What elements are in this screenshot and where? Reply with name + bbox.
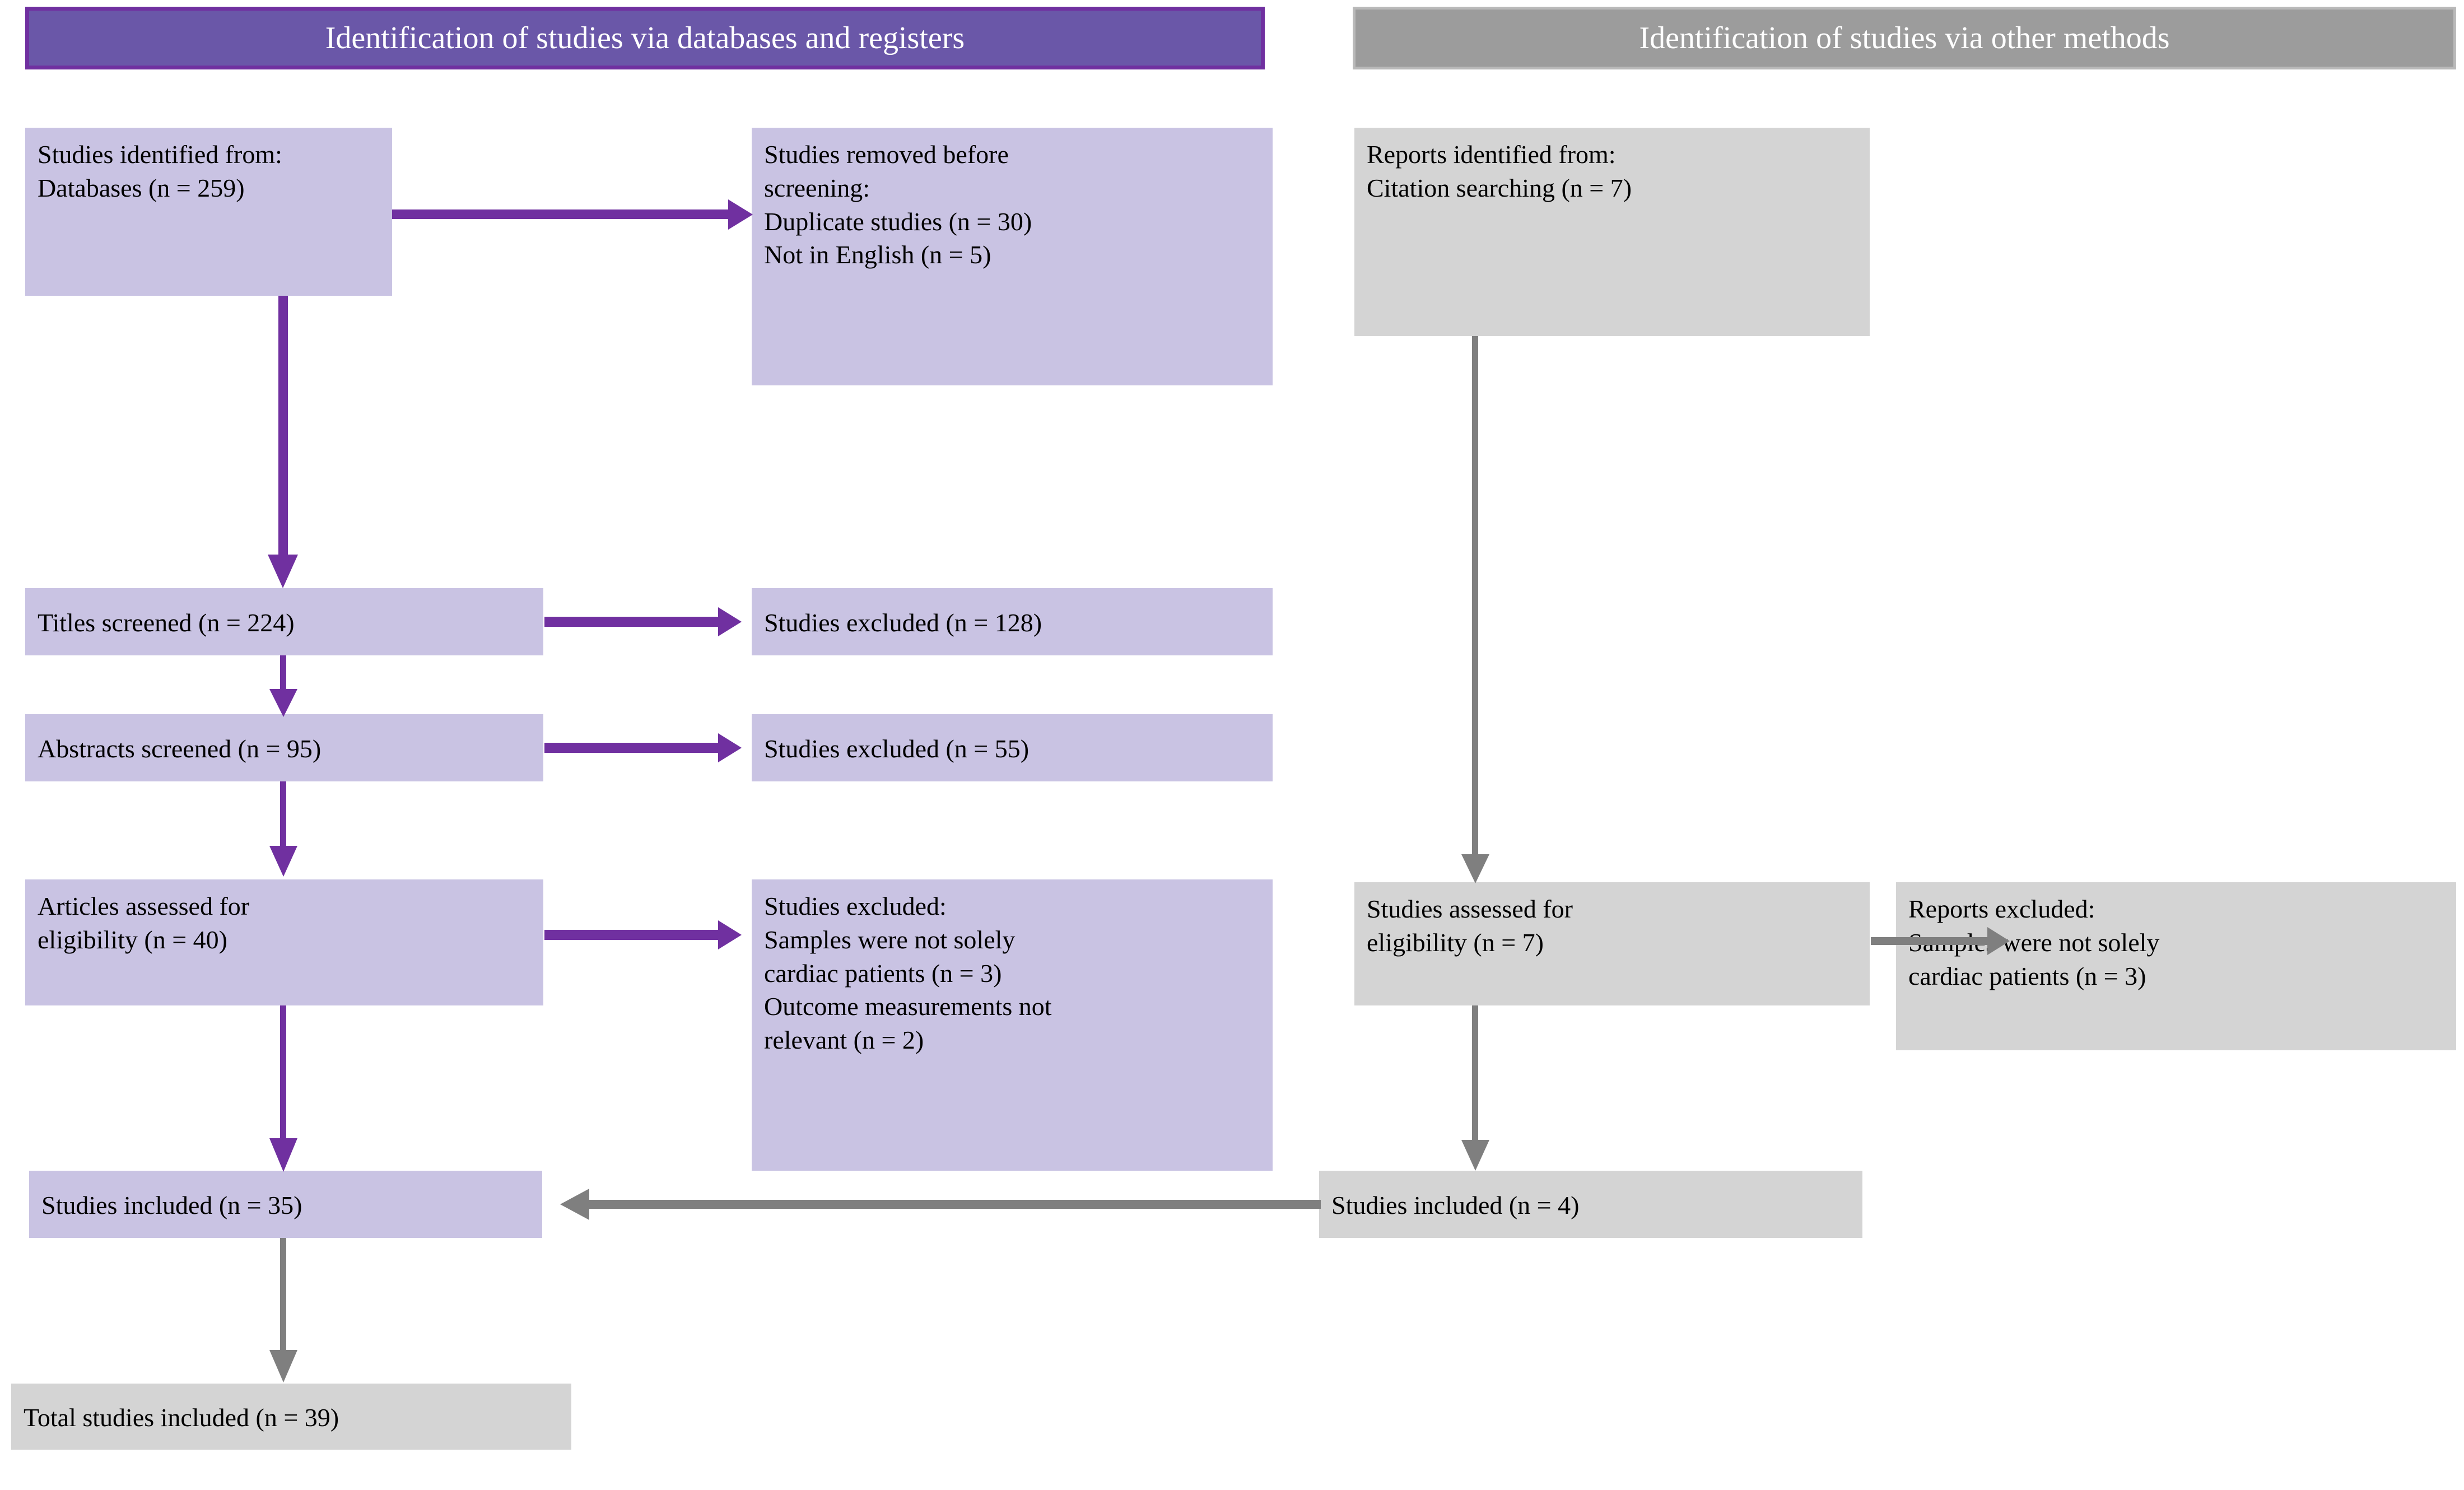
connector-assessed-to-included (280, 1005, 286, 1143)
connector-included-right-to-left (588, 1200, 1321, 1209)
connector-abstracts-to-excluded (544, 743, 718, 753)
header-other-methods: Identification of studies via other meth… (1353, 7, 2456, 69)
box-studies-included-left: Studies included (n = 35) (29, 1171, 542, 1238)
box-reports-identified: Reports identified from: Citation search… (1354, 128, 1870, 336)
connector-abstracts-to-assessed (280, 781, 286, 849)
box-studies-identified: Studies identified from: Databases (n = … (25, 128, 392, 296)
connector-reports-to-assessed (1472, 336, 1478, 857)
connector-titles-to-abstracts (280, 655, 286, 692)
arrowhead-assessed-right-to-included (1461, 1140, 1489, 1171)
arrowhead-titles-to-abstracts (269, 689, 297, 717)
arrowhead-assessed-to-reports-excluded (1987, 927, 2010, 955)
arrowhead-identified-to-removed (728, 199, 753, 230)
header-other-methods-label: Identification of studies via other meth… (1639, 21, 2170, 55)
arrowhead-identified-to-titles (268, 555, 298, 588)
box-titles-excluded: Studies excluded (n = 128) (752, 588, 1273, 655)
arrowhead-assessed-to-excluded (718, 920, 742, 949)
box-studies-assessed-right: Studies assessed for eligibility (n = 7) (1354, 882, 1870, 1005)
arrowhead-included-right-to-left (560, 1189, 589, 1220)
box-studies-included-right: Studies included (n = 4) (1319, 1171, 1862, 1238)
connector-titles-to-excluded (544, 617, 718, 627)
header-databases-registers: Identification of studies via databases … (25, 7, 1265, 69)
box-titles-screened: Titles screened (n = 224) (25, 588, 543, 655)
arrowhead-assessed-to-included (269, 1138, 297, 1172)
box-abstracts-excluded: Studies excluded (n = 55) (752, 714, 1273, 781)
arrowhead-reports-to-assessed (1461, 854, 1489, 883)
arrowhead-included-to-total (269, 1350, 297, 1382)
box-total-studies-included: Total studies included (n = 39) (11, 1384, 571, 1450)
arrowhead-titles-to-excluded (718, 607, 742, 636)
box-studies-excluded-reasons: Studies excluded: Samples were not solel… (752, 879, 1273, 1171)
box-reports-excluded: Reports excluded: Samples were not solel… (1896, 882, 2456, 1050)
box-articles-assessed: Articles assessed for eligibility (n = 4… (25, 879, 543, 1005)
box-abstracts-screened: Abstracts screened (n = 95) (25, 714, 543, 781)
connector-assessed-right-to-included (1472, 1005, 1478, 1143)
connector-included-to-total (280, 1238, 286, 1353)
connector-assessed-to-reports-excluded (1871, 937, 1988, 945)
arrowhead-abstracts-to-excluded (718, 733, 742, 762)
connector-identified-to-removed (392, 209, 728, 219)
header-databases-registers-label: Identification of studies via databases … (325, 21, 965, 55)
connector-identified-to-titles (278, 296, 288, 557)
box-studies-removed: Studies removed before screening: Duplic… (752, 128, 1273, 385)
connector-assessed-to-excluded (544, 930, 718, 940)
arrowhead-abstracts-to-assessed (269, 846, 297, 877)
